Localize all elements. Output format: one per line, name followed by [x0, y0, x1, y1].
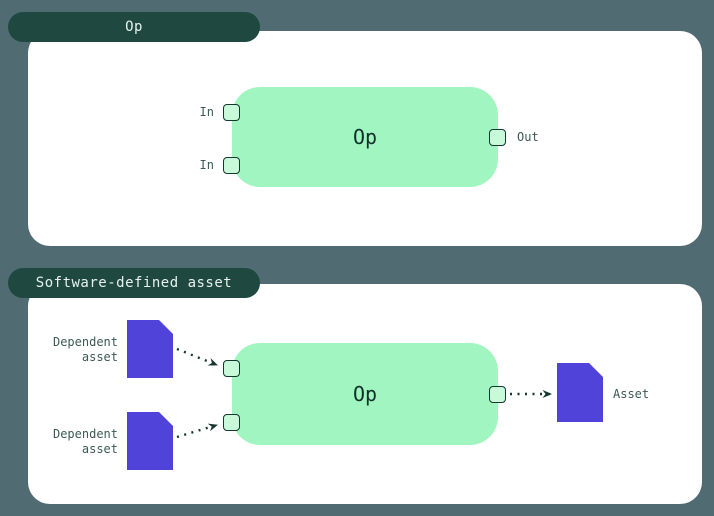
output-port-icon: [489, 386, 506, 403]
section-sda-title: Software-defined asset: [35, 275, 233, 291]
dependent-asset-label: Dependent asset: [52, 335, 118, 364]
input-label: In: [199, 105, 214, 119]
input-label: In: [199, 158, 214, 172]
section-op-title-badge: Op: [8, 12, 260, 42]
input-port-icon: [223, 157, 240, 174]
asset-icon: [557, 363, 603, 422]
input-port-icon: [223, 104, 240, 121]
dependent-asset-label: Dependent asset: [52, 427, 118, 456]
dependent-asset-icon: [127, 412, 173, 470]
section-sda-title-badge: Software-defined asset: [8, 268, 260, 298]
output-label: Out: [517, 130, 539, 144]
dependent-asset-icon: [127, 320, 173, 378]
input-port-icon: [223, 360, 240, 377]
op-node-label: Op: [352, 125, 378, 149]
sda-op-node: Op: [232, 343, 498, 445]
output-port-icon: [489, 129, 506, 146]
sda-op-node-label: Op: [352, 382, 378, 406]
op-node: Op: [232, 87, 498, 187]
input-port-icon: [223, 414, 240, 431]
section-op-title: Op: [125, 19, 143, 35]
asset-label: Asset: [613, 387, 650, 401]
